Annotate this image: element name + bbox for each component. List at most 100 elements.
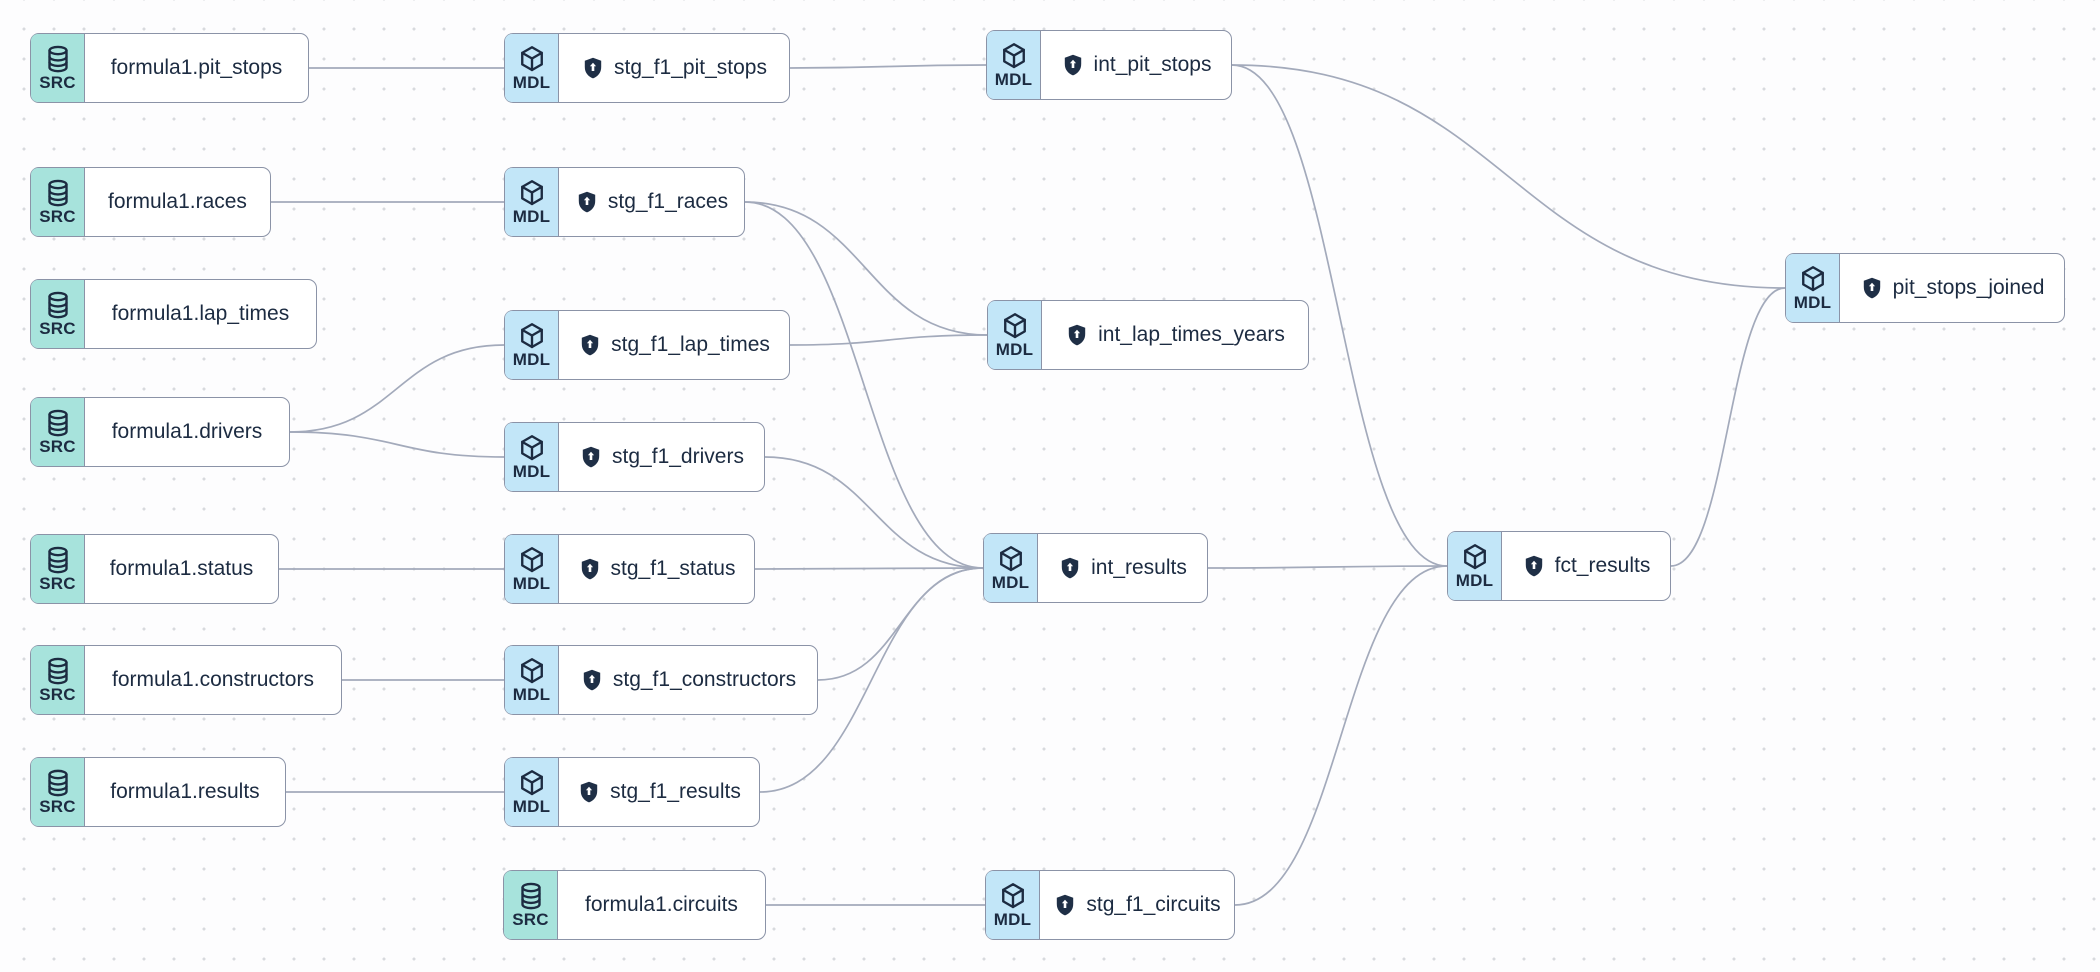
node-type-badge: MDL <box>984 534 1038 602</box>
node-type-label: SRC <box>512 909 549 929</box>
cube-icon <box>1460 542 1490 572</box>
node-type-badge: MDL <box>1786 254 1840 322</box>
graph-node-formula1-status[interactable]: SRC formula1.status <box>30 534 279 604</box>
node-label: stg_f1_drivers <box>612 445 744 468</box>
node-body: fct_results <box>1502 532 1670 600</box>
graph-node-int-lap-times-years[interactable]: MDL int_lap_times_years <box>987 300 1309 370</box>
cube-icon <box>517 44 547 74</box>
database-icon <box>43 768 73 798</box>
graph-node-stg-f1-drivers[interactable]: MDL stg_f1_drivers <box>504 422 765 492</box>
node-type-badge: SRC <box>504 871 558 939</box>
node-type-label: SRC <box>39 72 76 92</box>
graph-node-formula1-circuits[interactable]: SRC formula1.circuits <box>503 870 766 940</box>
node-type-badge: SRC <box>31 34 85 102</box>
shield-icon <box>575 190 599 214</box>
node-type-label: MDL <box>995 339 1034 359</box>
node-type-label: MDL <box>1455 570 1494 590</box>
graph-node-stg-f1-status[interactable]: MDL stg_f1_status <box>504 534 755 604</box>
node-type-badge: MDL <box>988 301 1042 369</box>
node-type-label: MDL <box>512 573 551 593</box>
graph-node-stg-f1-constructors[interactable]: MDL stg_f1_constructors <box>504 645 818 715</box>
node-type-badge: MDL <box>986 871 1040 939</box>
database-icon <box>43 656 73 686</box>
edge-int-pit-stops-to-fct-results <box>1231 64 1448 567</box>
node-body: formula1.results <box>85 758 285 826</box>
node-label: fct_results <box>1554 554 1651 577</box>
node-label: int_lap_times_years <box>1098 323 1285 346</box>
node-type-label: SRC <box>39 318 76 338</box>
node-type-label: MDL <box>512 206 551 226</box>
node-body: pit_stops_joined <box>1840 254 2064 322</box>
cube-icon <box>517 656 547 686</box>
graph-node-pit-stops-joined[interactable]: MDL pit_stops_joined <box>1785 253 2065 323</box>
node-type-badge: MDL <box>505 535 559 603</box>
node-type-badge: MDL <box>505 311 559 379</box>
node-label: stg_f1_circuits <box>1086 893 1221 916</box>
node-label: stg_f1_results <box>610 780 741 803</box>
node-body: stg_f1_races <box>559 168 744 236</box>
node-body: formula1.circuits <box>558 871 765 939</box>
node-type-badge: SRC <box>31 398 85 466</box>
graph-node-formula1-constructors[interactable]: SRC formula1.constructors <box>30 645 342 715</box>
shield-icon <box>578 557 602 581</box>
node-type-badge: SRC <box>31 535 85 603</box>
graph-node-int-results[interactable]: MDL int_results <box>983 533 1208 603</box>
database-icon <box>43 408 73 438</box>
node-label: formula1.status <box>109 557 254 580</box>
edge-stg-f1-lap-times-to-int-lap-times-years <box>789 334 988 346</box>
node-type-label: MDL <box>991 572 1030 592</box>
shield-icon <box>1053 893 1077 917</box>
cube-icon <box>1000 311 1030 341</box>
node-label: formula1.constructors <box>112 668 314 691</box>
edge-stg-f1-races-to-int-results <box>744 201 984 569</box>
node-type-label: MDL <box>512 349 551 369</box>
node-label: stg_f1_status <box>610 557 736 580</box>
cube-icon <box>517 178 547 208</box>
node-body: stg_f1_results <box>559 758 759 826</box>
shield-icon <box>1058 556 1082 580</box>
database-icon <box>516 881 546 911</box>
graph-node-stg-f1-results[interactable]: MDL stg_f1_results <box>504 757 760 827</box>
edge-stg-f1-circuits-to-fct-results <box>1234 565 1448 906</box>
cube-icon <box>998 881 1028 911</box>
shield-icon <box>580 668 604 692</box>
node-type-label: MDL <box>1793 292 1832 312</box>
database-icon <box>43 290 73 320</box>
edge-stg-f1-drivers-to-int-results <box>764 456 984 569</box>
graph-node-stg-f1-races[interactable]: MDL stg_f1_races <box>504 167 745 237</box>
edge-int-results-to-fct-results <box>1207 565 1448 569</box>
shield-icon <box>577 780 601 804</box>
graph-node-fct-results[interactable]: MDL fct_results <box>1447 531 1671 601</box>
node-body: int_results <box>1038 534 1207 602</box>
edge-fct-results-to-pit-stops-joined <box>1670 287 1786 567</box>
node-body: formula1.status <box>85 535 278 603</box>
node-body: formula1.drivers <box>85 398 289 466</box>
graph-node-formula1-drivers[interactable]: SRC formula1.drivers <box>30 397 290 467</box>
node-type-label: MDL <box>512 684 551 704</box>
database-icon <box>43 545 73 575</box>
edge-formula1-drivers-to-stg-f1-lap-times <box>289 344 505 433</box>
database-icon <box>43 178 73 208</box>
node-type-badge: SRC <box>31 646 85 714</box>
node-label: int_pit_stops <box>1093 53 1212 76</box>
node-type-label: MDL <box>512 796 551 816</box>
node-label: formula1.drivers <box>111 420 263 443</box>
node-body: stg_f1_constructors <box>559 646 817 714</box>
node-label: stg_f1_races <box>607 190 729 213</box>
node-type-label: MDL <box>993 909 1032 929</box>
graph-node-stg-f1-circuits[interactable]: MDL stg_f1_circuits <box>985 870 1235 940</box>
cube-icon <box>517 433 547 463</box>
node-type-badge: MDL <box>505 423 559 491</box>
node-type-label: SRC <box>39 206 76 226</box>
cube-icon <box>996 544 1026 574</box>
node-body: stg_f1_circuits <box>1040 871 1234 939</box>
